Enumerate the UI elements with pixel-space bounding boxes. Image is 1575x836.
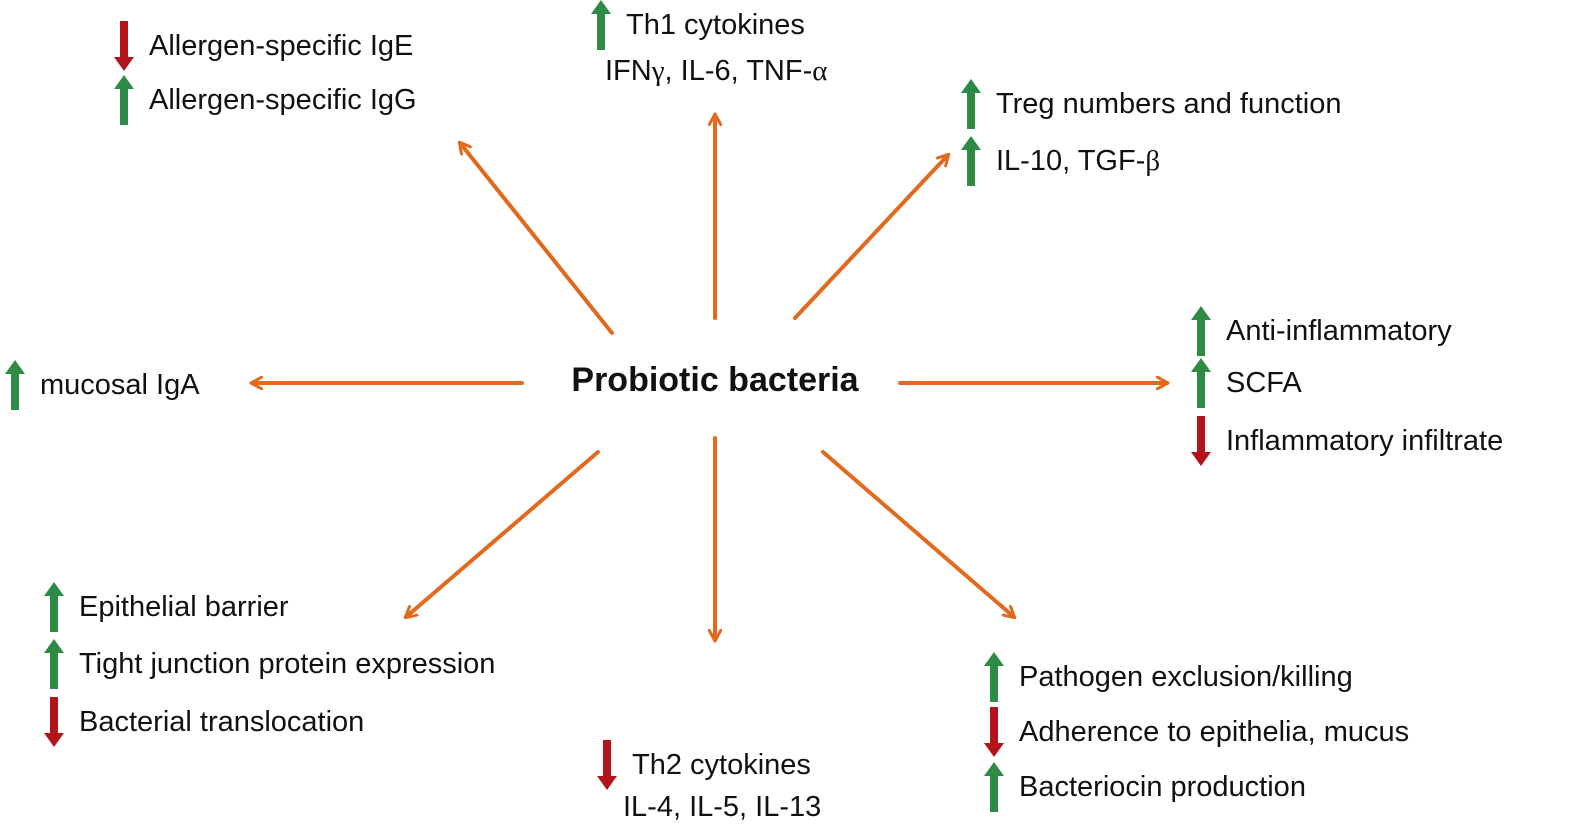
up-arrow-icon	[1190, 358, 1212, 408]
down-arrow-icon	[596, 740, 618, 790]
item-anti-inflammatory: Anti-inflammatory	[1190, 306, 1452, 356]
center-label: Probiotic bacteria	[571, 361, 859, 399]
up-arrow-icon	[4, 360, 26, 410]
item-label: Allergen-specific IgG	[149, 84, 417, 116]
down-arrow-icon	[1190, 416, 1212, 466]
down-arrow-icon	[983, 707, 1005, 757]
up-arrow-icon	[983, 652, 1005, 702]
item-label: Pathogen exclusion/killing	[1019, 661, 1353, 693]
down-arrow-icon	[113, 21, 135, 71]
item-bacteriocin: Bacteriocin production	[983, 762, 1306, 812]
item-inflammatory-infiltrate: Inflammatory infiltrate	[1190, 416, 1503, 466]
up-arrow-icon	[960, 136, 982, 186]
connector-arrow-antibodies	[460, 143, 614, 335]
item-label: Adherence to epithelia, mucus	[1019, 716, 1410, 748]
up-arrow-icon	[983, 762, 1005, 812]
item-adherence: Adherence to epithelia, mucus	[983, 707, 1409, 757]
connector-arrow-barrier	[406, 450, 600, 617]
item-label: Treg numbers and function	[996, 88, 1342, 120]
item-treg: Treg numbers and function	[960, 79, 1342, 129]
item-label: Anti-inflammatory	[1226, 315, 1452, 347]
item-scfa: SCFA	[1190, 358, 1302, 408]
up-arrow-icon	[113, 75, 135, 125]
th1-cytokine-list: IFNγ, IL-6, TNF-α	[605, 55, 828, 87]
item-bacterial-translocation: Bacterial translocation	[43, 697, 364, 747]
item-tight-junction: Tight junction protein expression	[43, 639, 495, 689]
item-mucosal-iga: mucosal IgA	[4, 360, 200, 410]
item-th2-cytokines: Th2 cytokines	[596, 740, 811, 790]
item-label: Tight junction protein expression	[79, 648, 496, 680]
up-arrow-icon	[590, 0, 612, 50]
item-label: Epithelial barrier	[79, 591, 289, 623]
item-pathogen-exclusion: Pathogen exclusion/killing	[983, 652, 1353, 702]
item-label: Inflammatory infiltrate	[1226, 425, 1504, 457]
up-arrow-icon	[43, 639, 65, 689]
down-arrow-icon	[43, 697, 65, 747]
connector-arrow-treg	[793, 155, 948, 320]
item-label: mucosal IgA	[40, 369, 200, 401]
item-label: Bacterial translocation	[79, 706, 365, 738]
item-label: Th1 cytokines	[626, 9, 805, 41]
item-allergen-ige: Allergen-specific IgE	[113, 21, 413, 71]
item-label: SCFA	[1226, 367, 1302, 399]
item-allergen-igg: Allergen-specific IgG	[113, 75, 417, 125]
item-il10-tgfb: IL-10, TGF-β	[960, 136, 1160, 186]
item-th1-cytokines: Th1 cytokines	[590, 0, 805, 50]
up-arrow-icon	[960, 79, 982, 129]
item-label: IL-10, TGF-β	[996, 145, 1161, 177]
item-label: Th2 cytokines	[632, 749, 811, 781]
up-arrow-icon	[1190, 306, 1212, 356]
up-arrow-icon	[43, 582, 65, 632]
item-label: Allergen-specific IgE	[149, 30, 414, 62]
item-epithelial-barrier: Epithelial barrier	[43, 582, 289, 632]
th2-cytokine-list: IL-4, IL-5, IL-13	[623, 791, 822, 823]
connectors	[252, 115, 1167, 640]
connector-arrow-pathogen	[821, 450, 1014, 617]
item-label: Bacteriocin production	[1019, 771, 1306, 803]
